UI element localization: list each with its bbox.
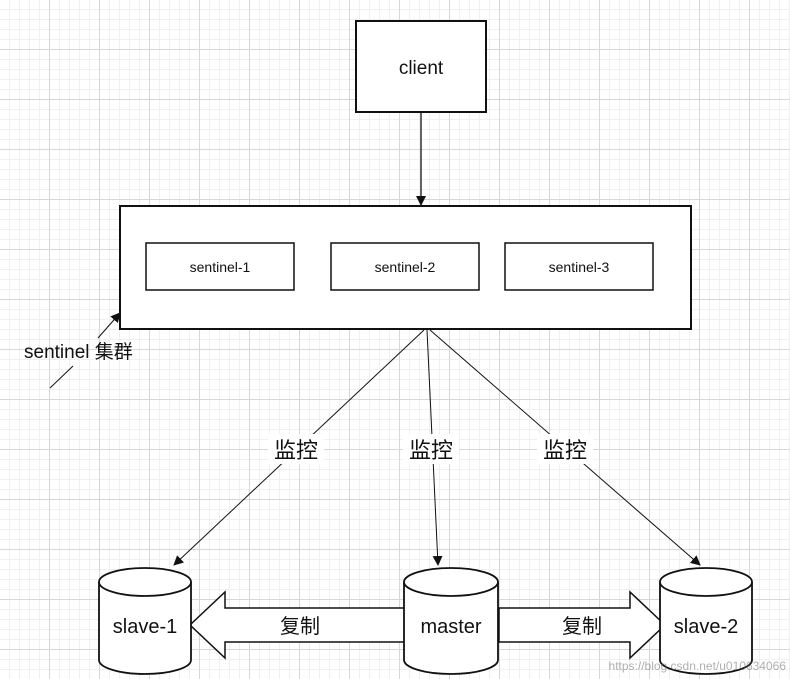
monitor-label-right: 监控 <box>543 438 587 463</box>
master-node: master <box>403 567 499 675</box>
sentinel-cluster: sentinel-1 sentinel-2 sentinel-3 <box>119 205 692 330</box>
monitor-label-left: 监控 <box>274 438 318 463</box>
replicate-label-right: 复制 <box>562 615 602 638</box>
cluster-label: sentinel 集群 <box>24 341 133 363</box>
client-label: client <box>399 58 444 79</box>
sentinel-1-node: sentinel-1 <box>145 242 295 291</box>
cluster-callout-arrow <box>97 312 121 339</box>
slave-2-label: slave-2 <box>674 616 738 638</box>
replicate-arrow-left: 复制 <box>188 590 406 660</box>
slave-1-label: slave-1 <box>113 616 177 638</box>
watermark-text: https://blog.csdn.net/u010634066 <box>608 659 786 673</box>
replicate-arrow-right: 复制 <box>498 590 667 660</box>
replicate-label-left: 复制 <box>280 615 320 638</box>
sentinel-3-label: sentinel-3 <box>549 259 610 275</box>
slave-2-node: slave-2 <box>659 567 753 675</box>
sentinel-2-node: sentinel-2 <box>330 242 480 291</box>
sentinel-2-label: sentinel-2 <box>375 259 436 275</box>
sentinel-3-node: sentinel-3 <box>504 242 654 291</box>
sentinel-1-label: sentinel-1 <box>190 259 251 275</box>
master-label: master <box>420 616 481 638</box>
monitor-label-center: 监控 <box>409 438 453 463</box>
client-node: client <box>355 20 487 113</box>
cluster-callout-line <box>49 365 74 389</box>
slave-1-node: slave-1 <box>98 567 192 675</box>
